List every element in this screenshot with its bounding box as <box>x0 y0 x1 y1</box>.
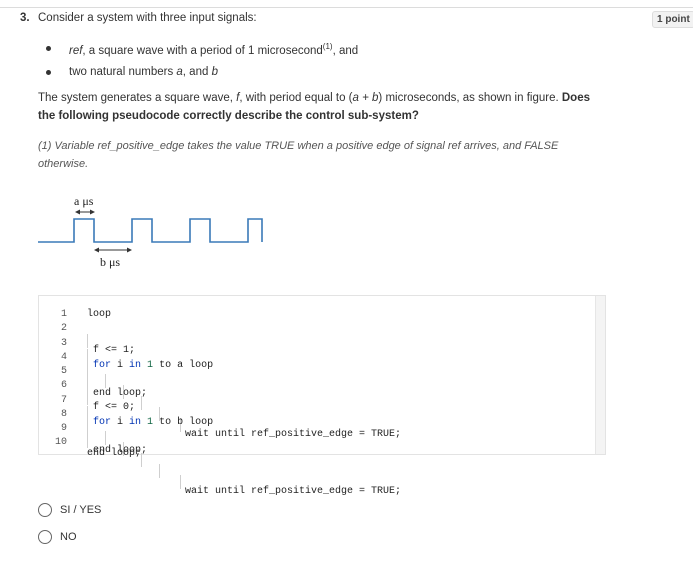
square-wave <box>38 218 263 243</box>
code-scrollbar[interactable] <box>595 296 605 454</box>
bullet-dot <box>46 70 51 75</box>
bullet-dot <box>46 46 51 51</box>
footnote-ref: (1) <box>322 42 333 51</box>
bullet-ref: ref, a square wave with a period of 1 mi… <box>69 42 359 57</box>
footnote: (1) Variable ref_positive_edge takes the… <box>38 140 559 170</box>
indent-guide <box>87 349 88 363</box>
arrow-a <box>75 209 95 215</box>
code-line: 3 for i in 1 to a loop <box>60 338 214 371</box>
waveform-diagram: a μs b μs <box>38 194 263 269</box>
label-b: b μs <box>100 255 120 269</box>
option-yes-label[interactable]: SI / YES <box>60 504 102 516</box>
option-no-radio[interactable] <box>38 530 52 544</box>
question-number: 3. <box>20 12 30 24</box>
arrow-b <box>94 247 132 253</box>
code-line: 10 end loop; <box>54 437 142 459</box>
option-yes-radio[interactable] <box>38 503 52 517</box>
points-badge: 1 point <box>652 11 693 28</box>
label-a: a μs <box>74 194 94 208</box>
question-prompt: Does the following pseudocode correctly … <box>38 92 590 122</box>
code-line: 4 wait until ref_positive_edge = TRUE; <box>60 352 402 440</box>
bullet-ab: two natural numbers a, and b <box>69 66 218 78</box>
question-body: The system generates a square wave, f, w… <box>38 92 590 122</box>
code-line: 2 f <= 1; <box>60 323 136 356</box>
code-line: 9 end loop; <box>60 423 148 456</box>
ref-var: ref <box>69 44 83 57</box>
code-line: 8 wait until ref_positive_edge = TRUE; <box>60 409 402 497</box>
code-line: 7 for i in 1 to b loop <box>60 395 214 428</box>
indent-guide <box>87 334 88 348</box>
code-line: 5 end loop; <box>60 366 148 399</box>
code-line: 6 f <= 0; <box>60 380 136 413</box>
option-no-label[interactable]: NO <box>60 531 77 543</box>
question-title: Consider a system with three input signa… <box>38 12 257 24</box>
top-divider <box>0 7 693 8</box>
